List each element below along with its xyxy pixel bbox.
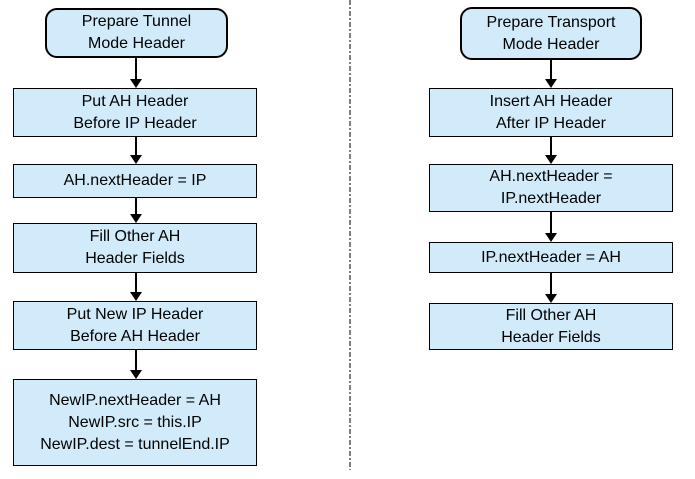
arrowhead-down-icon [545, 79, 557, 88]
node-text-line: Fill Other AH [89, 228, 181, 245]
arrowhead-down-icon [130, 292, 142, 301]
arrow-shaft [135, 137, 137, 158]
node-text-line: IP.nextHeader = AH [481, 248, 621, 266]
arrow-shaft [550, 212, 552, 236]
arrowhead-down-icon [130, 370, 142, 379]
node-text-line: Insert AH Header [489, 92, 613, 110]
arrow-shaft [550, 273, 552, 297]
node-prepare-tunnel-mode-header: Prepare Tunnel Mode Header [45, 8, 228, 58]
arrowhead-down-icon [545, 233, 557, 242]
flow-arrow [130, 198, 142, 223]
node-text-line: AH.nextHeader = [489, 168, 613, 185]
node-insert-ah-header-after-ip-header: Insert AH Header After IP Header [429, 88, 673, 137]
node-text-line: IP.nextHeader [500, 190, 602, 207]
arrowhead-down-icon [130, 214, 142, 223]
node-text-line: AH.nextHeader = IP [63, 172, 207, 189]
node-text-line: Put AH Header [81, 92, 189, 110]
flow-arrow [130, 137, 142, 164]
arrowhead-down-icon [545, 155, 557, 164]
node-fill-other-ah-header-fields-transport: Fill Other AH Header Fields [429, 303, 673, 350]
flow-arrow [130, 350, 142, 379]
arrowhead-down-icon [545, 294, 557, 303]
arrow-shaft [550, 60, 552, 82]
node-text-line: NewIP.src = this.IP [68, 413, 202, 431]
node-ah-nextheader-equals-ip: AH.nextHeader = IP [13, 164, 257, 198]
node-put-ah-header-before-ip-header: Put AH Header Before IP Header [13, 88, 257, 137]
node-text-line: After IP Header [496, 114, 606, 132]
node-newip-assignments: NewIP.nextHeader = AH NewIP.src = this.I… [13, 379, 257, 466]
arrow-shaft [135, 198, 137, 217]
node-ah-nextheader-equals-ip-nextheader: AH.nextHeader = IP.nextHeader [429, 164, 673, 212]
flow-arrow [130, 273, 142, 301]
flow-arrow [545, 212, 557, 242]
node-prepare-transport-mode-header: Prepare Transport Mode Header [460, 7, 642, 60]
node-fill-other-ah-header-fields-tunnel: Fill Other AH Header Fields [13, 223, 257, 273]
node-put-new-ip-header-before-ah-header: Put New IP Header Before AH Header [13, 301, 257, 350]
node-text-line: NewIP.dest = tunnelEnd.IP [40, 435, 230, 453]
node-text-line: Header Fields [501, 328, 601, 346]
flow-arrow [545, 273, 557, 303]
node-text-line: Before IP Header [73, 114, 197, 132]
node-text-line: Header Fields [85, 250, 185, 267]
node-text-line: Put New IP Header [66, 305, 204, 323]
arrow-shaft [135, 350, 137, 373]
node-text-line: Fill Other AH [505, 306, 597, 324]
node-text-line: Prepare Tunnel [81, 13, 192, 30]
arrow-shaft [135, 58, 137, 82]
node-text-line: Prepare Transport [486, 13, 616, 31]
arrow-shaft [135, 273, 137, 295]
node-text-line: Mode Header [88, 35, 185, 52]
node-text-line: Mode Header [502, 35, 600, 53]
flow-arrow [545, 60, 557, 88]
column-divider-line [349, 0, 351, 470]
flow-arrow [545, 137, 557, 164]
arrow-shaft [550, 137, 552, 158]
arrowhead-down-icon [130, 155, 142, 164]
arrowhead-down-icon [130, 79, 142, 88]
node-ip-nextheader-equals-ah: IP.nextHeader = AH [429, 242, 673, 273]
node-text-line: Before AH Header [70, 327, 200, 345]
flow-arrow [130, 58, 142, 88]
node-text-line: NewIP.nextHeader = AH [49, 391, 221, 409]
